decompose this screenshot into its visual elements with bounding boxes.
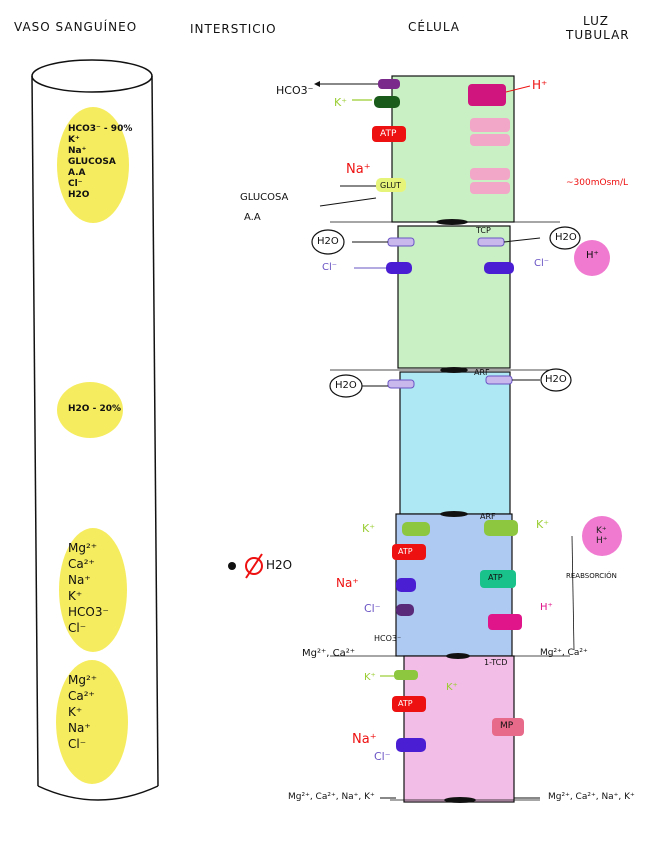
seg4-hco3: HCO3⁻	[374, 634, 402, 643]
seg4-atp-luminal: ATP	[488, 573, 503, 582]
seg1-na: Na⁺	[346, 162, 371, 177]
seg5-na: Na⁺	[352, 732, 377, 747]
seg4-cl: Cl⁻	[364, 602, 381, 615]
seg1-glucosa: GLUCOSA	[240, 192, 289, 203]
seg3-h2o-right: H2O	[545, 374, 567, 385]
vessel-contents-4: Mg²⁺ Ca²⁺ K⁺ Na⁺ Cl⁻	[68, 673, 98, 751]
seg4-hplus: H⁺	[540, 602, 553, 613]
seg5-tight: 1-TCD	[484, 658, 508, 667]
seg4-na: Na⁺	[336, 576, 359, 590]
header-luz: LUZ TUBULAR	[566, 14, 630, 42]
seg5-atp: ATP	[398, 699, 413, 708]
seg2-cl-right: Cl⁻	[534, 258, 550, 269]
intersticio-h2o: H2O	[266, 558, 293, 572]
seg2-tight: TCP	[476, 226, 491, 235]
seg4-tight: ARF	[480, 512, 496, 521]
seg3-tight: ARF	[474, 368, 490, 377]
seg4-k-left: K⁺	[362, 522, 376, 535]
seg1-aa: A.A	[244, 212, 261, 223]
seg5-cl: Cl⁻	[374, 750, 391, 763]
seg5-bottom-right: Mg²⁺, Ca²⁺, Na⁺, K⁺	[548, 792, 635, 802]
seg2-cl-left: Cl⁻	[322, 262, 338, 273]
cell-segment-3	[399, 371, 511, 515]
seg4-mg-left: Mg²⁺, Ca²⁺	[302, 648, 356, 659]
seg2-h2o-left: H2O	[317, 236, 339, 247]
seg4-annotation: REABSORCIÓN	[566, 572, 617, 580]
seg3-h2o-left: H2O	[335, 380, 357, 391]
header-vaso: VASO SANGUÍNEO	[14, 20, 138, 34]
seg1-glut: GLUT	[380, 181, 401, 190]
seg4-circle-label: K⁺ H⁺	[596, 526, 608, 546]
vessel-contents-1: HCO3⁻ - 90% K⁺ Na⁺ GLUCOSA A.A Cl⁻ H2O	[68, 124, 133, 200]
seg5-k-left: K⁺	[364, 672, 376, 683]
seg1-atp: ATP	[380, 129, 397, 139]
header-intersticio: INTERSTICIO	[190, 22, 277, 36]
seg1-osm: ~300mOsm/L	[566, 178, 629, 188]
seg2-h2o-right: H2O	[555, 232, 577, 243]
vessel-contents-2: H2O - 20%	[68, 404, 121, 414]
seg2-hplus: H⁺	[586, 250, 599, 261]
seg1-hplus: H⁺	[532, 78, 548, 92]
vessel-contents-3: Mg²⁺ Ca²⁺ Na⁺ K⁺ HCO3⁻ Cl⁻	[68, 541, 109, 635]
seg5-bottom-left: Mg²⁺, Ca²⁺, Na⁺, K⁺	[288, 792, 375, 802]
seg4-mg-right: Mg²⁺, Ca²⁺	[540, 648, 588, 658]
seg5-k-right: K⁺	[446, 682, 458, 693]
seg4-atp: ATP	[398, 547, 413, 556]
blood-vessel	[31, 59, 159, 801]
seg1-hco3: HCO3⁻	[276, 84, 314, 97]
seg4-k-right: K⁺	[536, 518, 550, 531]
seg5-mp: MP	[500, 721, 514, 731]
header-celula: CÉLULA	[408, 20, 461, 34]
seg1-k: K⁺	[334, 96, 348, 109]
cell-segment-2	[397, 225, 511, 369]
